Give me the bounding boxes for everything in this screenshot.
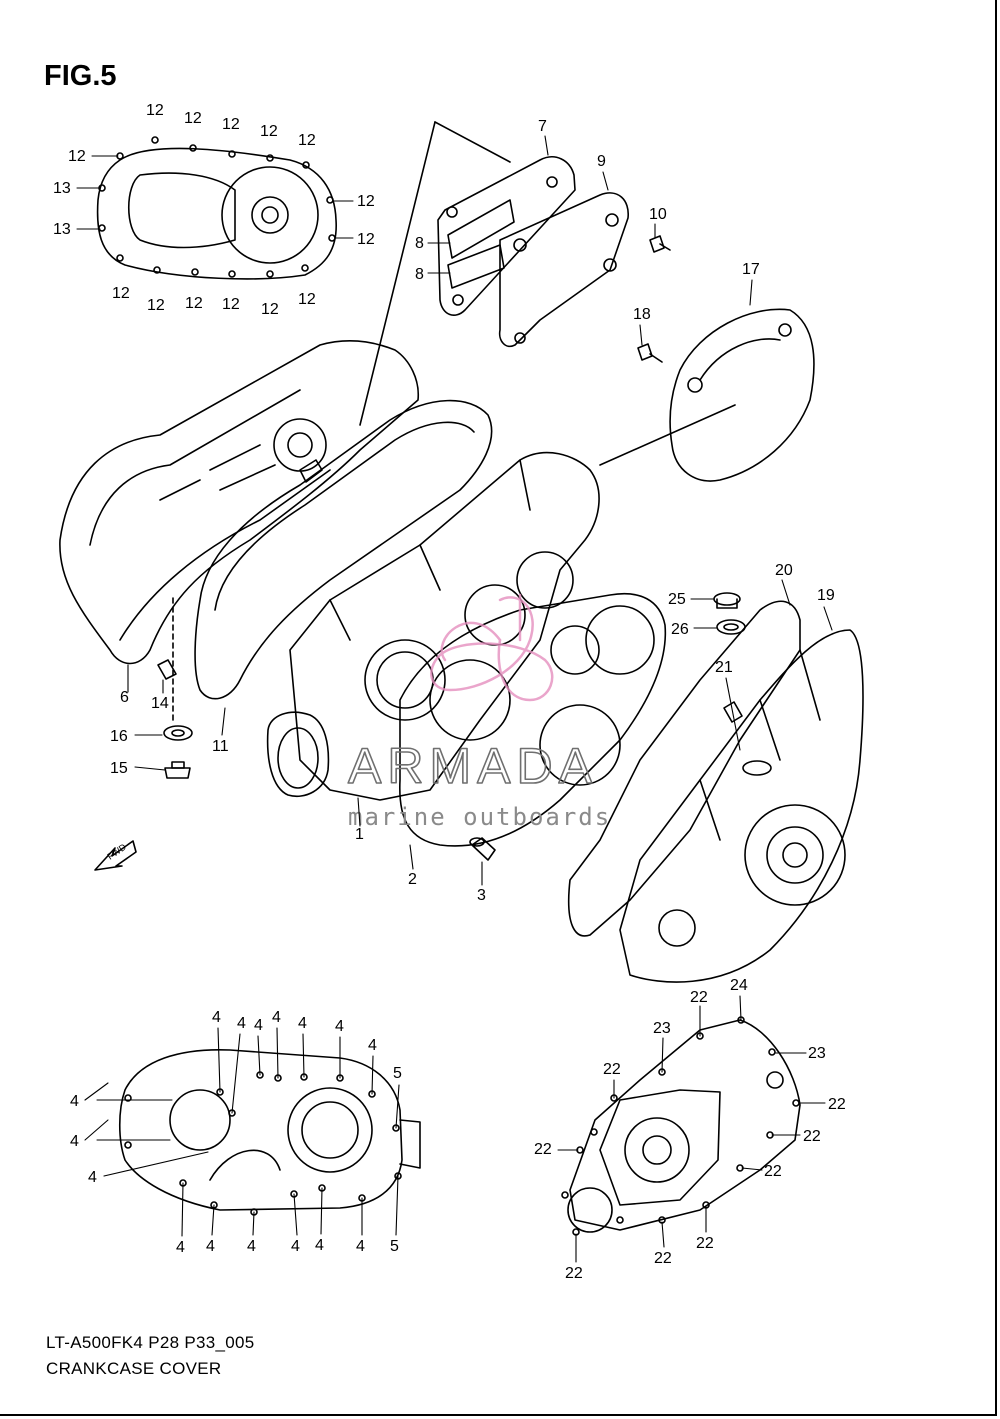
part-label-22: 22 [690,989,708,1006]
caption-name: CRANKCASE COVER [46,1359,222,1378]
generator-cover-19 [619,629,864,983]
part-label-12: 12 [357,231,375,248]
part-label-12: 12 [146,102,164,119]
part-label-22: 22 [828,1096,846,1113]
bolt-15 [164,761,191,779]
washer-16 [163,725,193,741]
part-label-4: 4 [206,1238,215,1255]
part-label-4: 4 [356,1238,365,1255]
watermark-logo-icon [430,593,554,702]
crankcase-cover-1 [266,451,600,801]
part-label-12: 12 [298,291,316,308]
screw-18 [637,343,663,363]
gasket-20 [567,600,801,937]
leader-line-7a [359,121,436,426]
part-label-21: 21 [715,659,733,676]
part-label-4: 4 [254,1017,263,1034]
dowel-pin-14 [157,659,177,680]
part-label-12: 12 [260,123,278,140]
part-label-12: 12 [68,148,86,165]
part-label-10: 10 [649,206,667,223]
part-label-12: 12 [147,297,165,314]
dowel-pin-3 [469,837,496,861]
part-labels: 12 12 12 12 12 12 13 13 12 12 12 12 12 1… [53,102,846,1282]
part-label-12: 12 [298,132,316,149]
figure-title: FIG.5 [44,60,117,92]
part-label-4: 4 [237,1015,246,1032]
part-label-5: 5 [393,1065,402,1082]
part-label-22: 22 [603,1061,621,1078]
watermark-tagline: marine outboards [348,803,611,831]
gasket-2 [399,593,667,847]
plug-25 [713,592,741,609]
part-label-12: 12 [184,110,202,127]
clutch-cover-large [59,340,420,665]
watermark-brand: ARMADA [348,738,598,794]
part-label-2: 2 [408,871,417,888]
part-label-19: 19 [817,587,835,604]
gasket-26 [716,619,746,635]
part-label-17: 17 [742,261,760,278]
part-label-4: 4 [272,1009,281,1026]
part-label-4: 4 [247,1238,256,1255]
leader-line-17 [599,404,736,466]
part-label-4: 4 [212,1009,221,1026]
part-label-4: 4 [70,1133,79,1150]
part-label-22: 22 [565,1265,583,1282]
part-label-12: 12 [185,295,203,312]
part-label-12: 12 [222,116,240,133]
part-label-8: 8 [415,235,424,252]
part-label-5: 5 [390,1238,399,1255]
part-label-9: 9 [597,153,606,170]
part-label-20: 20 [775,562,793,579]
part-label-25: 25 [668,591,686,608]
screw-10 [649,235,671,253]
clutch-cover-outline-small [96,136,337,280]
gasket-11 [194,399,493,700]
part-label-4: 4 [298,1015,307,1032]
part-label-18: 18 [633,306,651,323]
part-label-14: 14 [151,695,169,712]
part-label-6: 6 [120,689,129,706]
part-label-4: 4 [368,1037,377,1054]
part-label-4: 4 [291,1238,300,1255]
fwd-arrow-icon: FWD [94,840,137,871]
part-label-23: 23 [653,1020,671,1037]
part-label-3: 3 [477,887,486,904]
part-label-11: 11 [212,738,229,755]
part-label-4: 4 [70,1093,79,1110]
part-label-7: 7 [538,118,547,135]
part-label-16: 16 [110,728,128,745]
part-label-22: 22 [764,1163,782,1180]
part-label-22: 22 [803,1128,821,1145]
part-label-22: 22 [534,1141,552,1158]
part-label-1: 1 [355,826,364,843]
part-label-23: 23 [808,1045,826,1062]
part-label-4: 4 [176,1239,185,1256]
part-label-24: 24 [730,977,748,994]
part-label-12: 12 [222,296,240,313]
part-label-4: 4 [315,1237,324,1254]
part-label-4: 4 [88,1169,97,1186]
part-label-12: 12 [112,285,130,302]
cover-17 [669,308,815,482]
part-label-22: 22 [654,1250,672,1267]
label-leader-lines [76,135,833,1263]
part-label-26: 26 [671,621,689,638]
part-label-8: 8 [415,266,424,283]
bolt-pattern-cover-right [561,1016,801,1236]
plate-7-9 [437,156,629,348]
caption-code: LT-A500FK4 P28 P33_005 [46,1333,255,1352]
part-label-15: 15 [110,760,128,777]
part-label-22: 22 [696,1235,714,1252]
part-label-4: 4 [335,1018,344,1035]
part-label-13: 13 [53,221,71,238]
part-label-12: 12 [261,301,279,318]
part-label-12: 12 [357,193,375,210]
bolt-pattern-cover-left [119,1048,421,1216]
part-label-13: 13 [53,180,71,197]
leader-line-7b [434,121,511,163]
